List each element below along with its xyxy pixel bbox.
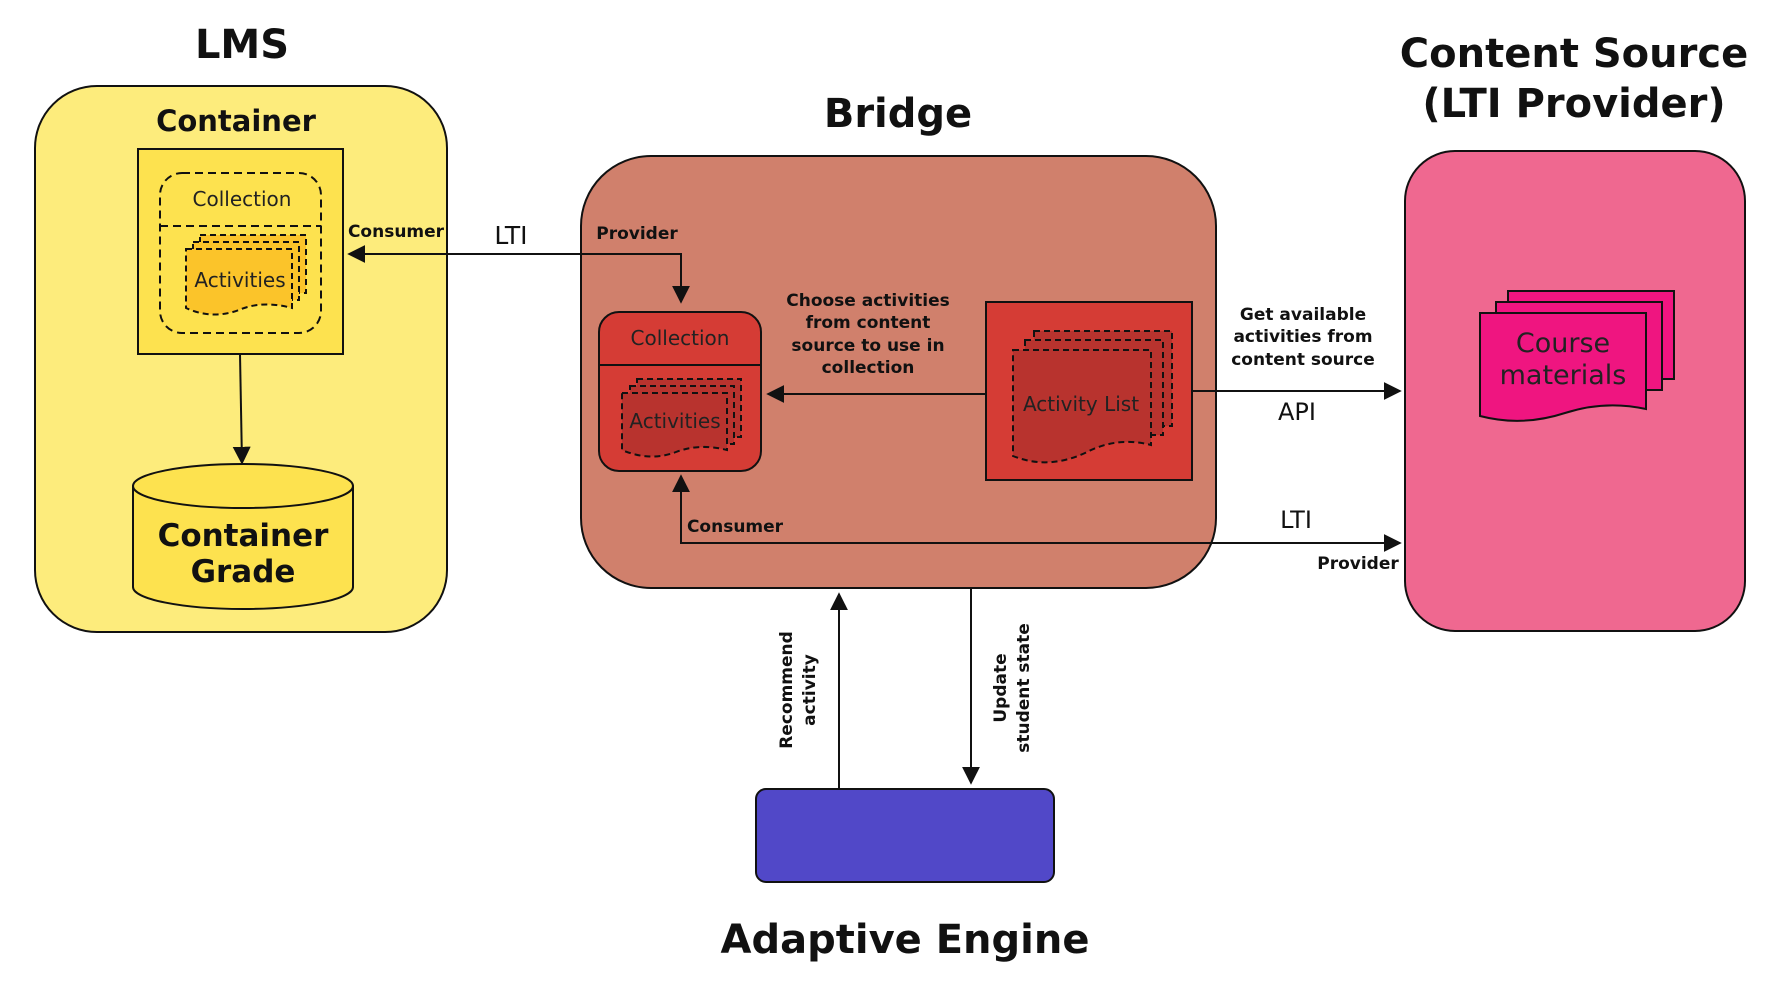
connections: LTI Consumer Provider Get available acti… <box>347 221 1402 788</box>
update-line-1: Update <box>991 653 1011 722</box>
content-title-line-1: Content Source <box>1400 31 1748 77</box>
bridge-activities-label: Activities <box>629 409 720 433</box>
adaptive-engine-title: Adaptive Engine <box>721 917 1090 963</box>
activity-list: Activity List <box>985 301 1193 481</box>
lti-bottom-label: LTI <box>1280 506 1312 534</box>
api-label: API <box>1278 398 1316 426</box>
get-line-1: Get available <box>1240 305 1366 325</box>
choose-line-2: from content <box>806 313 931 333</box>
container-title: Container <box>156 104 317 138</box>
lms-group: LMS Container Collection Activities Cont… <box>34 22 448 633</box>
update-line-2: student state <box>1014 623 1034 753</box>
bridge-group: Bridge Collection Activities Activity Li… <box>580 91 1217 589</box>
grade-line-1: Container <box>158 518 330 554</box>
bridge-title: Bridge <box>824 91 972 137</box>
content-title-line-2: (LTI Provider) <box>1422 81 1725 127</box>
lti-top-connector <box>347 245 690 304</box>
adaptive-engine-group: Adaptive Engine <box>721 788 1090 963</box>
container-grade-db: Container Grade <box>132 463 354 610</box>
lti-top-label: LTI <box>494 221 527 250</box>
consumer-top-label: Consumer <box>348 222 445 242</box>
lms-title: LMS <box>195 22 289 68</box>
lms-activities-stack: Activities <box>185 234 307 316</box>
container-to-grade-arrow <box>232 353 251 465</box>
choose-line-4: collection <box>822 358 915 378</box>
activity-list-label: Activity List <box>1023 392 1139 416</box>
recommend-line-2: activity <box>800 654 820 726</box>
provider-bottom-label: Provider <box>1317 554 1399 574</box>
get-line-2: activities from <box>1233 327 1372 347</box>
choose-line-3: source to use in <box>791 336 944 356</box>
lms-collection-box <box>159 172 322 334</box>
course-materials: Course materials <box>1479 290 1675 422</box>
bridge-collection: Collection Activities <box>598 311 762 472</box>
lms-activities-label: Activities <box>194 268 285 292</box>
lti-bottom-connector <box>672 474 1402 552</box>
get-line-3: content source <box>1231 350 1375 370</box>
choose-line-1: Choose activities <box>786 291 950 311</box>
provider-top-label: Provider <box>596 224 678 244</box>
lms-collection-label: Collection <box>193 187 292 211</box>
content-source-group: Content Source (LTI Provider) Course mat… <box>1400 31 1748 632</box>
consumer-bottom-label: Consumer <box>687 517 784 537</box>
bridge-collection-label: Collection <box>631 326 730 350</box>
adaptive-engine-box <box>755 788 1055 883</box>
recommend-line-1: Recommend <box>777 631 797 749</box>
course-line-1: Course <box>1516 328 1610 359</box>
grade-line-2: Grade <box>191 554 296 590</box>
course-line-2: materials <box>1500 360 1627 391</box>
